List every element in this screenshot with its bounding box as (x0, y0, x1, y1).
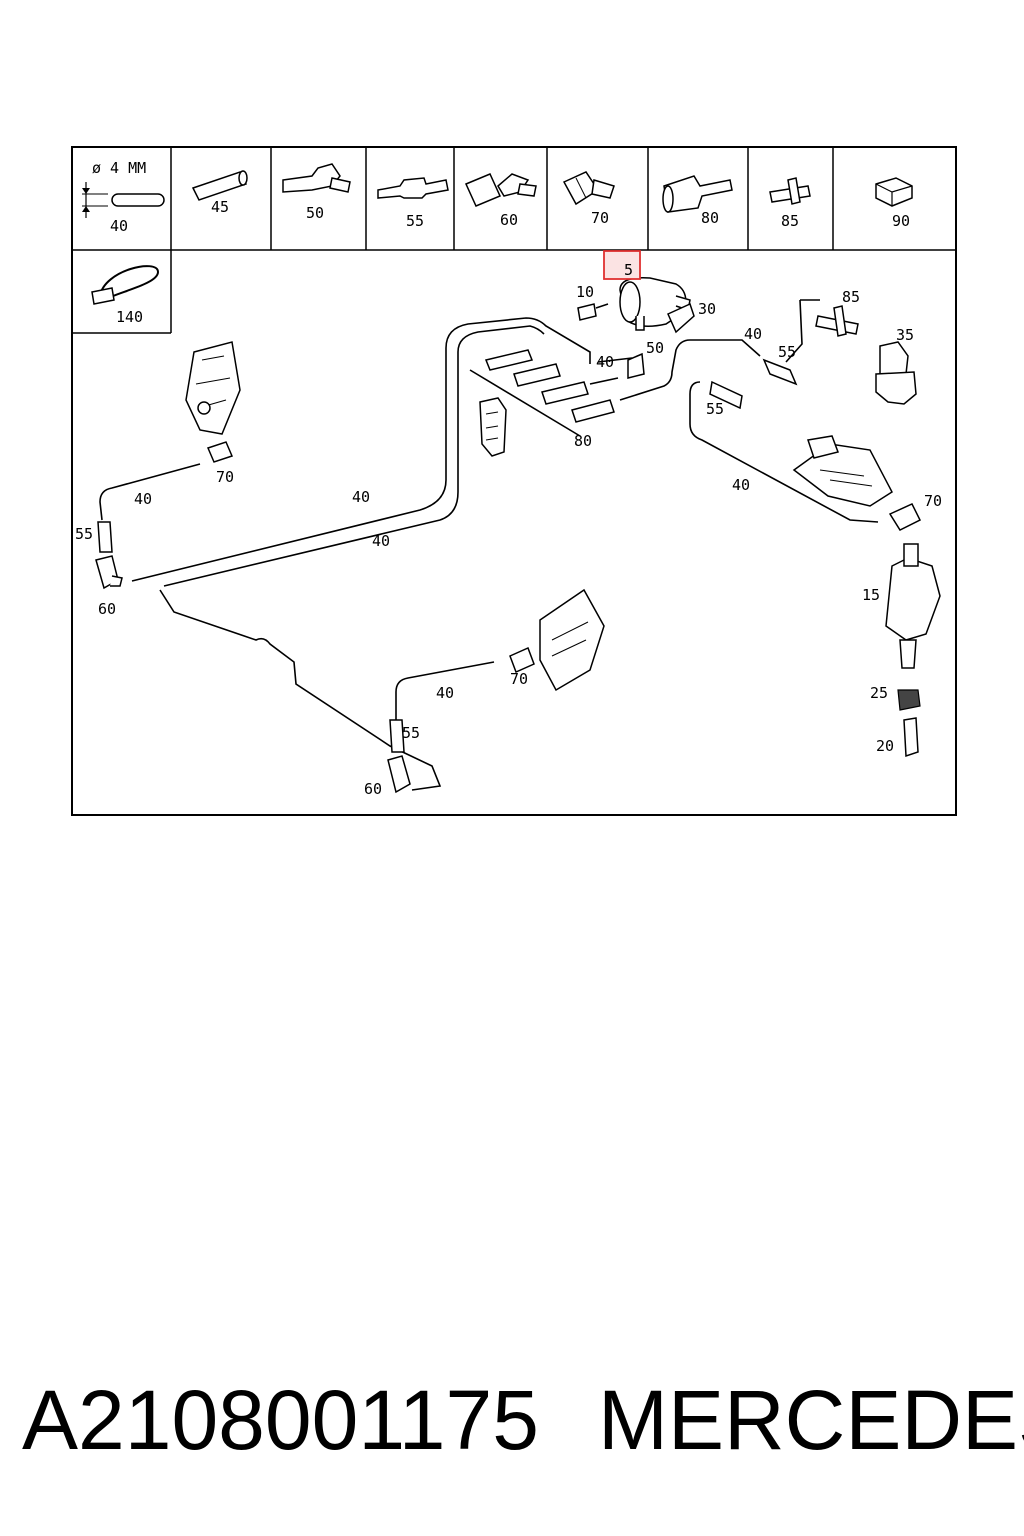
callout-15: 15 (862, 586, 880, 604)
filter-20 (903, 717, 919, 758)
legend-label-55: 55 (406, 212, 424, 230)
callout-70-right: 70 (924, 492, 942, 510)
callout-40-long-a: 40 (352, 488, 370, 506)
bulkhead-connector-icon (662, 175, 733, 213)
callout-60-bottom: 60 (364, 780, 382, 798)
connector-55-mid (709, 380, 743, 410)
callout-40-right: 40 (732, 476, 750, 494)
brand-name: MERCEDES (598, 1373, 1024, 1467)
legend-label-90: 90 (892, 212, 910, 230)
legend-label-tube: 40 (110, 217, 128, 235)
tee-85-right (815, 305, 859, 337)
elbow-70-bottom (509, 646, 535, 674)
tee-elbow-connector-icon (464, 173, 537, 207)
legend-label-80: 80 (701, 209, 719, 227)
callout-55-mid: 55 (706, 400, 724, 418)
tube-icon (111, 193, 165, 207)
elbow-60-left (95, 555, 123, 590)
elbow-70-right (888, 503, 922, 531)
angled-connector-icon (562, 171, 615, 206)
elbow-70-left (206, 441, 234, 463)
callout-10: 10 (576, 283, 594, 301)
callout-85: 85 (842, 288, 860, 306)
grommet-25 (897, 689, 921, 711)
straight-connector-icon (191, 170, 248, 201)
legend-label-85: 85 (781, 212, 799, 230)
callout-5-highlighted: 5 (624, 261, 633, 279)
callout-40-top: 40 (744, 325, 762, 343)
elbow-60-bottom (387, 755, 411, 794)
screw-10 (577, 303, 609, 321)
parts-legend: ø 4 MM 40 45 50 55 60 (72, 147, 956, 334)
legend-label-45: 45 (211, 198, 229, 216)
callout-50-top: 50 (646, 339, 664, 357)
highlight-box (603, 250, 641, 280)
connector-55-bottom (389, 719, 405, 753)
actuator-right-part (792, 435, 893, 507)
tee-50-top (627, 352, 645, 379)
cable-tie-icon (91, 265, 160, 305)
diagram-frame (71, 146, 957, 816)
callout-70-left: 70 (216, 468, 234, 486)
connector-55-top-right (762, 358, 798, 386)
callout-40-long-b: 40 (372, 532, 390, 550)
callout-40-left: 40 (134, 490, 152, 508)
legend-label-60: 60 (500, 211, 518, 229)
callout-labels: 5 10 30 50 40 55 85 35 40 80 55 70 40 55… (75, 261, 942, 798)
bracket-30 (667, 302, 695, 334)
legend-label-70: 70 (591, 209, 609, 227)
vacuum-lines (99, 299, 879, 791)
bracket-part (479, 397, 507, 457)
door-lock-actuator-left (185, 341, 241, 435)
tee-connector-icon (769, 177, 811, 205)
legend-label-50: 50 (306, 204, 324, 222)
callout-55-bottom: 55 (402, 724, 420, 742)
callout-25: 25 (870, 684, 888, 702)
callout-55-left: 55 (75, 525, 93, 543)
callout-20: 20 (876, 737, 894, 755)
connector-55-left (97, 521, 113, 553)
callout-35: 35 (896, 326, 914, 344)
reducer-connector-icon (377, 177, 449, 199)
door-lock-actuator-bottom (539, 588, 605, 692)
callout-60-left: 60 (98, 600, 116, 618)
legend-label-140: 140 (116, 308, 143, 326)
callout-70-bottom: 70 (510, 670, 528, 688)
foam-pad-icon (875, 177, 913, 207)
callout-55-top: 55 (778, 343, 796, 361)
callout-40-bottom: 40 (436, 684, 454, 702)
valve-35 (875, 341, 917, 405)
callout-40-center: 40 (596, 353, 614, 371)
callout-80: 80 (574, 432, 592, 450)
tube-diameter-label: ø 4 MM (92, 159, 146, 177)
part-number: A2108001175 (22, 1373, 539, 1467)
pump-15 (885, 543, 941, 669)
elbow-connector-icon (282, 163, 351, 193)
callout-30: 30 (698, 300, 716, 318)
connector-set-80 (484, 349, 615, 423)
